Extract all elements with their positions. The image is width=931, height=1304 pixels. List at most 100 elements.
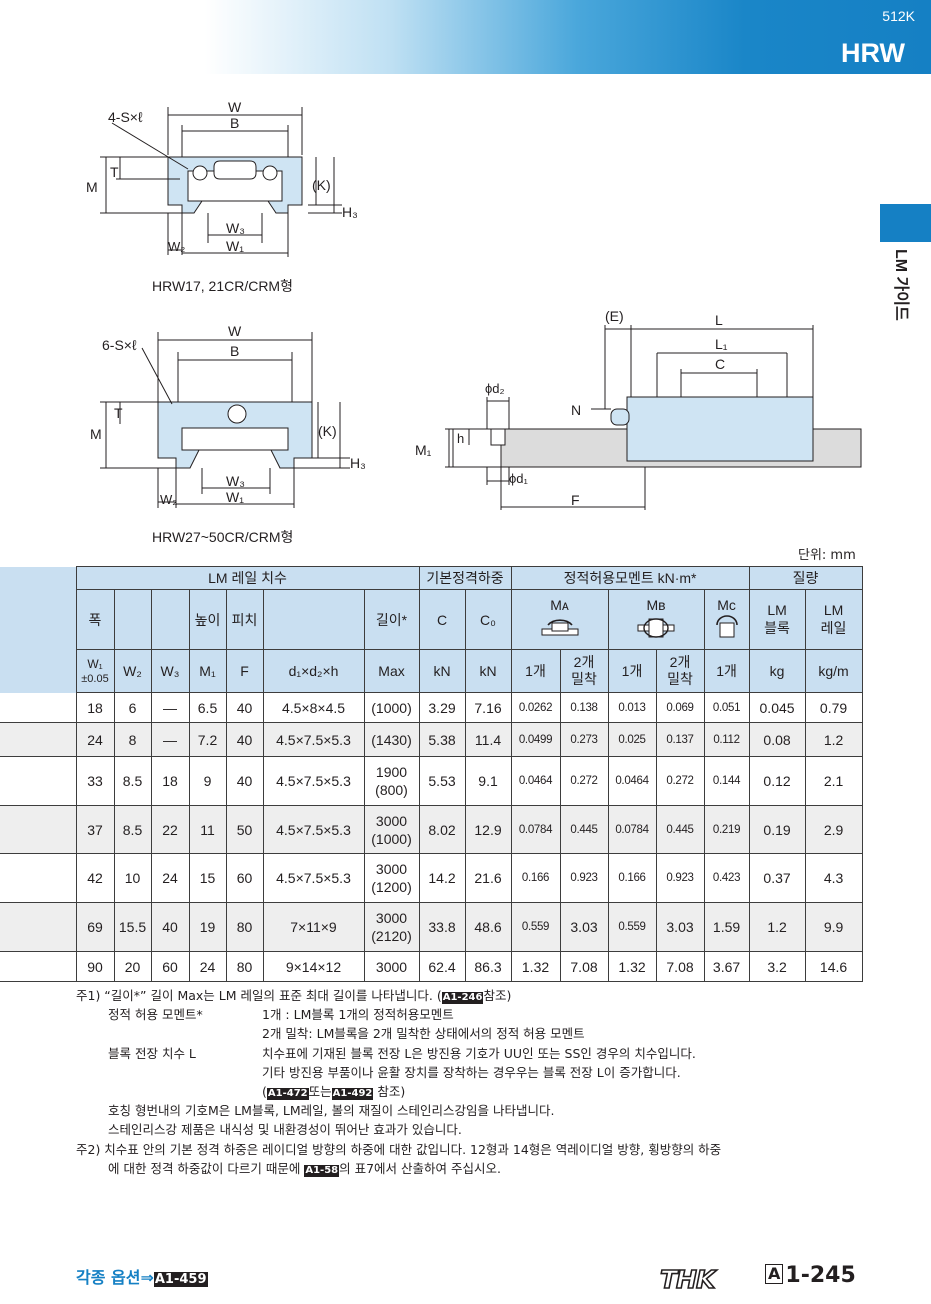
options-text: 각종 옵션⇒ <box>76 1268 154 1287</box>
cell-mb: 1.2 <box>748 902 806 952</box>
fig1-h3-label: H₃ <box>342 204 358 220</box>
cell-ma2: 3.03 <box>559 902 609 952</box>
page-num-text: 1-245 <box>785 1263 856 1288</box>
cell-len: (1430) <box>363 722 420 757</box>
note2-line2-end: 의 표7에서 산출하여 주십시오. <box>339 1161 501 1176</box>
side-label-text: LM 가이드 <box>892 249 909 321</box>
mc-header: Mᴄ <box>717 597 736 613</box>
cell-w3: 18 <box>150 756 190 806</box>
fig2-sxl-label: 6-S×ℓ <box>102 337 137 353</box>
cell-len: 3000(2120) <box>363 902 420 952</box>
cell-mc: 0.423 <box>703 853 750 903</box>
cell-m1: 6.5 <box>188 692 227 723</box>
cell-c0: 12.9 <box>464 805 512 854</box>
cell-w1: 24 <box>75 722 115 757</box>
cell-ma1: 0.0464 <box>510 756 561 806</box>
c-header: C <box>418 589 466 650</box>
cell-c0: 7.16 <box>464 692 512 723</box>
cell-c: 3.29 <box>418 692 466 723</box>
cell-mr: 2.1 <box>804 756 863 806</box>
mb-two: 2개 밀착 <box>655 649 705 693</box>
fig3-l-label: L <box>715 312 723 328</box>
pitch-header: 피치 <box>225 589 264 650</box>
cell-f: 40 <box>225 722 264 757</box>
model-title: HRW <box>841 38 905 68</box>
cell-c: 62.4 <box>418 951 466 982</box>
note1-material: 호칭 형번내의 기호M은 LM블록, LM레일, 볼의 재질이 스테인리스강임을… <box>108 1103 555 1118</box>
cell-dd: 4.5×7.5×5.3 <box>262 805 365 854</box>
cell-ma2: 0.273 <box>559 722 609 757</box>
c0-header: C₀ <box>464 589 512 650</box>
ma-one: 1개 <box>510 649 561 693</box>
ma-two: 2개 밀착 <box>559 649 609 693</box>
cell-w3: 24 <box>150 853 190 903</box>
length-sub: (1000) <box>371 830 412 847</box>
rail-dims-header: LM 레일 치수 <box>75 566 420 590</box>
cell-w1: 33 <box>75 756 115 806</box>
fig2-w2-label: W₂ <box>160 492 177 507</box>
length-max: 3000 <box>375 910 408 926</box>
m1-unit: M₁ <box>188 649 227 693</box>
note2-line1: 주2) 치수표 안의 기본 정격 하중은 레이디얼 방향의 하중에 대한 값입니… <box>76 1142 722 1157</box>
fig1-w3-label: W₃ <box>226 220 245 236</box>
options-link[interactable]: 각종 옵션⇒A1-459 <box>76 1264 208 1288</box>
cell-mb1: 0.0464 <box>607 756 657 806</box>
cell-c: 5.38 <box>418 722 466 757</box>
dd-unit: d₁×d₂×h <box>262 649 365 693</box>
cell-mb: 0.08 <box>748 722 806 757</box>
cell-mr: 1.2 <box>804 722 863 757</box>
note1-moment-two: 2개 밀착: LM블록을 2개 밀착한 상태에서의 정적 허용 모멘트 <box>262 1026 585 1041</box>
cell-w1: 37 <box>75 805 115 854</box>
fig3-h-label: h <box>457 431 464 446</box>
cell-ma1: 0.559 <box>510 902 561 952</box>
cell-ma2: 7.08 <box>559 951 609 982</box>
length-sub: (800) <box>375 782 408 798</box>
cell-w3: 40 <box>150 902 190 952</box>
fig3-m1-label: M₁ <box>415 442 432 458</box>
page-box: A <box>765 1264 784 1284</box>
moment-b-icon <box>637 618 675 638</box>
note1-length-text2: 기타 방진용 부품이나 윤활 장치를 장착하는 경우우는 블록 전장 L이 증가… <box>262 1065 681 1080</box>
note1-line1: 주1) “길이*” 길이 Max는 LM 레일의 표준 최대 길이를 나타냅니다… <box>76 988 442 1003</box>
cell-ma1: 0.166 <box>510 853 561 903</box>
fig2-m-label: M <box>90 426 102 442</box>
cell-len: 3000(1200) <box>363 853 420 903</box>
cell-mb2: 0.445 <box>655 805 705 854</box>
cell-mb2: 0.069 <box>655 692 705 723</box>
fig3-d1-label: ϕd₁ <box>509 471 529 486</box>
cell-c: 8.02 <box>418 805 466 854</box>
fig3-f-label: F <box>571 492 580 508</box>
cell-m1: 11 <box>188 805 227 854</box>
cell-mc: 1.59 <box>703 902 750 952</box>
cell-f: 80 <box>225 951 264 982</box>
fig1-m-label: M <box>86 179 98 195</box>
mass-rail-header: LM 레일 <box>804 589 863 650</box>
cell-len: 1900(800) <box>363 756 420 806</box>
cell-mr: 0.79 <box>804 692 863 723</box>
max-unit: Max <box>363 649 420 693</box>
note1-see: 참조) <box>373 1084 406 1099</box>
cell-w2: 8.5 <box>113 756 152 806</box>
fig2-caption: HRW27~50CR/CRM형 <box>152 529 293 545</box>
cell-w2: 10 <box>113 853 152 903</box>
cell-w1: 90 <box>75 951 115 982</box>
cell-mr: 2.9 <box>804 805 863 854</box>
figure-side-view: (E) L L₁ C ϕd₂ N h M₁ ϕd₁ F <box>415 308 862 510</box>
fig1-w-label: W <box>228 99 242 115</box>
cell-w1: 69 <box>75 902 115 952</box>
cell-w2: 20 <box>113 951 152 982</box>
cell-dd: 4.5×7.5×5.3 <box>262 756 365 806</box>
figure-hrw27-50: 6-S×ℓ W B M T (K) H₃ W₃ W₁ W₂ HRW27~50CR… <box>90 323 366 545</box>
cell-ma2: 0.272 <box>559 756 609 806</box>
moment-header: 정적허용모멘트 kN·m* <box>510 566 750 590</box>
fig2-w3-label: W₃ <box>226 473 245 489</box>
cell-w3: 60 <box>150 951 190 982</box>
cell-m1: 19 <box>188 902 227 952</box>
fig2-t-label: T <box>114 405 123 421</box>
cell-ma1: 0.0784 <box>510 805 561 854</box>
row-lead-cell <box>0 805 76 854</box>
cell-f: 60 <box>225 853 264 903</box>
cell-mb: 0.37 <box>748 853 806 903</box>
